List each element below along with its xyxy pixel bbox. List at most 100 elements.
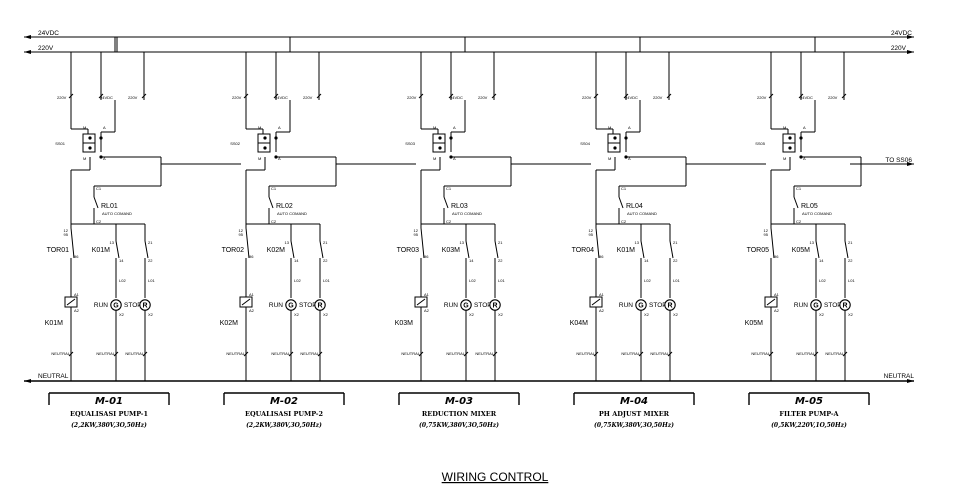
contact-blade xyxy=(115,240,120,259)
selector-a-bot: A xyxy=(628,156,631,161)
tor-96: 96 xyxy=(424,254,429,259)
aux-13: 13 xyxy=(110,240,115,245)
relay-c1: C1 xyxy=(271,186,277,191)
switch-label-220v: 220V xyxy=(757,95,767,100)
relay-c2: C2 xyxy=(796,219,802,224)
module-name: REDUCTION MIXER xyxy=(422,410,497,418)
stop-label: STOP xyxy=(299,302,317,309)
coil-a2: A2 xyxy=(424,308,430,313)
run-x2: X2 xyxy=(819,312,825,317)
aux-contact-nc xyxy=(844,237,849,262)
selector-m-top: M xyxy=(83,125,86,130)
coil-a2: A2 xyxy=(599,308,605,313)
switch-label-220v-b: 220V xyxy=(128,95,138,100)
tor-96: 96 xyxy=(249,254,254,259)
aux-21: 21 xyxy=(848,240,853,245)
neutral-tap-label: NEUTRAL xyxy=(96,351,115,356)
selector-a-bot: A xyxy=(453,156,456,161)
pilot-lamp-letter: G xyxy=(288,303,294,310)
run-lamp: G xyxy=(810,299,822,311)
tor-id: TOR05 xyxy=(747,247,770,254)
tor-12: 12 xyxy=(64,228,69,233)
relay-blade xyxy=(268,196,274,209)
switch-label-220v: 220V xyxy=(582,95,592,100)
neutral-label-right: NEUTRAL xyxy=(884,373,915,380)
coil-a2: A2 xyxy=(774,308,780,313)
switch-label-220v: 220V xyxy=(57,95,67,100)
aux-contact-no xyxy=(290,237,295,262)
coil-a1: A1 xyxy=(599,292,605,297)
coil-id: K02M xyxy=(220,320,238,327)
run-lamp: G xyxy=(460,299,472,311)
run-l02: L02 xyxy=(294,278,301,283)
relay-auto-label: AUTO COMAND xyxy=(627,211,657,216)
neutral-mark-0 xyxy=(593,351,599,357)
neutral-tap-label: NEUTRAL xyxy=(51,351,70,356)
tor-96: 96 xyxy=(74,254,79,259)
stop-l01: L01 xyxy=(673,278,680,283)
coil-a2: A2 xyxy=(249,308,255,313)
neutral-tap-label: NEUTRAL xyxy=(576,351,595,356)
relay-id: RL01 xyxy=(101,203,118,210)
relay-c1: C1 xyxy=(96,186,102,191)
stop-lamp: R xyxy=(489,299,501,311)
neutral-mark-1 xyxy=(288,351,294,357)
pilot-lamp-letter: R xyxy=(842,303,847,310)
aux-22: 22 xyxy=(848,258,853,263)
selector-m-top: M xyxy=(258,125,261,130)
aux-21: 21 xyxy=(673,240,678,245)
switch-label-24vdc: 24VDC xyxy=(450,95,463,100)
relay-blade xyxy=(93,196,99,209)
aux-contact-nc xyxy=(669,237,674,262)
aux-id: K01M xyxy=(617,247,635,254)
module-bracket xyxy=(48,392,170,405)
neutral-mark-2 xyxy=(492,351,498,357)
neutral-tap-label: NEUTRAL xyxy=(271,351,290,356)
aux-13: 13 xyxy=(460,240,465,245)
switch-label-220v-b: 220V xyxy=(303,95,313,100)
dc-bus-label-left: 24VDC xyxy=(38,30,59,37)
aux-14: 14 xyxy=(644,258,649,263)
neutral-mark-1 xyxy=(463,351,469,357)
selector-node xyxy=(438,146,442,150)
selector-a-top: A xyxy=(103,125,106,130)
neutral-mark-1 xyxy=(638,351,644,357)
switch-mark-1 xyxy=(623,93,629,99)
stop-lamp: R xyxy=(314,299,326,311)
selector-node xyxy=(613,136,617,140)
module-spec: (0,75KW,380V,3O,50Hz) xyxy=(419,422,499,429)
selector-node xyxy=(788,146,792,150)
coil-id: K03M xyxy=(395,320,413,327)
tor-id: TOR04 xyxy=(572,247,595,254)
switch-label-24vdc: 24VDC xyxy=(800,95,813,100)
dc-bus-label-right: 24VDC xyxy=(891,30,912,37)
contact-blade xyxy=(669,240,674,259)
tor-95: 95 xyxy=(589,232,594,237)
relay-auto-label: AUTO COMAND xyxy=(802,211,832,216)
dc-bus-arrow-right xyxy=(907,35,914,39)
stop-l01: L01 xyxy=(323,278,330,283)
stop-x2: X2 xyxy=(673,312,679,317)
module-name: FILTER PUMP-A xyxy=(779,410,839,418)
tor-contact xyxy=(245,224,250,262)
selector-node xyxy=(788,136,792,140)
selector-node xyxy=(438,136,442,140)
aux-13: 13 xyxy=(635,240,640,245)
aux-22: 22 xyxy=(498,258,503,263)
coil-a1: A1 xyxy=(424,292,430,297)
aux-14: 14 xyxy=(819,258,824,263)
neutral-bus-arrow-left xyxy=(24,379,31,383)
run-lamp: G xyxy=(635,299,647,311)
contact-blade xyxy=(595,227,600,259)
power-buses xyxy=(24,35,914,383)
run-x2: X2 xyxy=(644,312,650,317)
switch-label-24vdc: 24VDC xyxy=(275,95,288,100)
ac-bus-label-left: 220V xyxy=(38,45,54,52)
aux-contact-nc xyxy=(494,237,499,262)
contact-blade xyxy=(420,227,425,259)
neutral-mark-1 xyxy=(113,351,119,357)
module-bracket xyxy=(223,392,345,405)
aux-13: 13 xyxy=(285,240,290,245)
aux-contact-nc xyxy=(319,237,324,262)
